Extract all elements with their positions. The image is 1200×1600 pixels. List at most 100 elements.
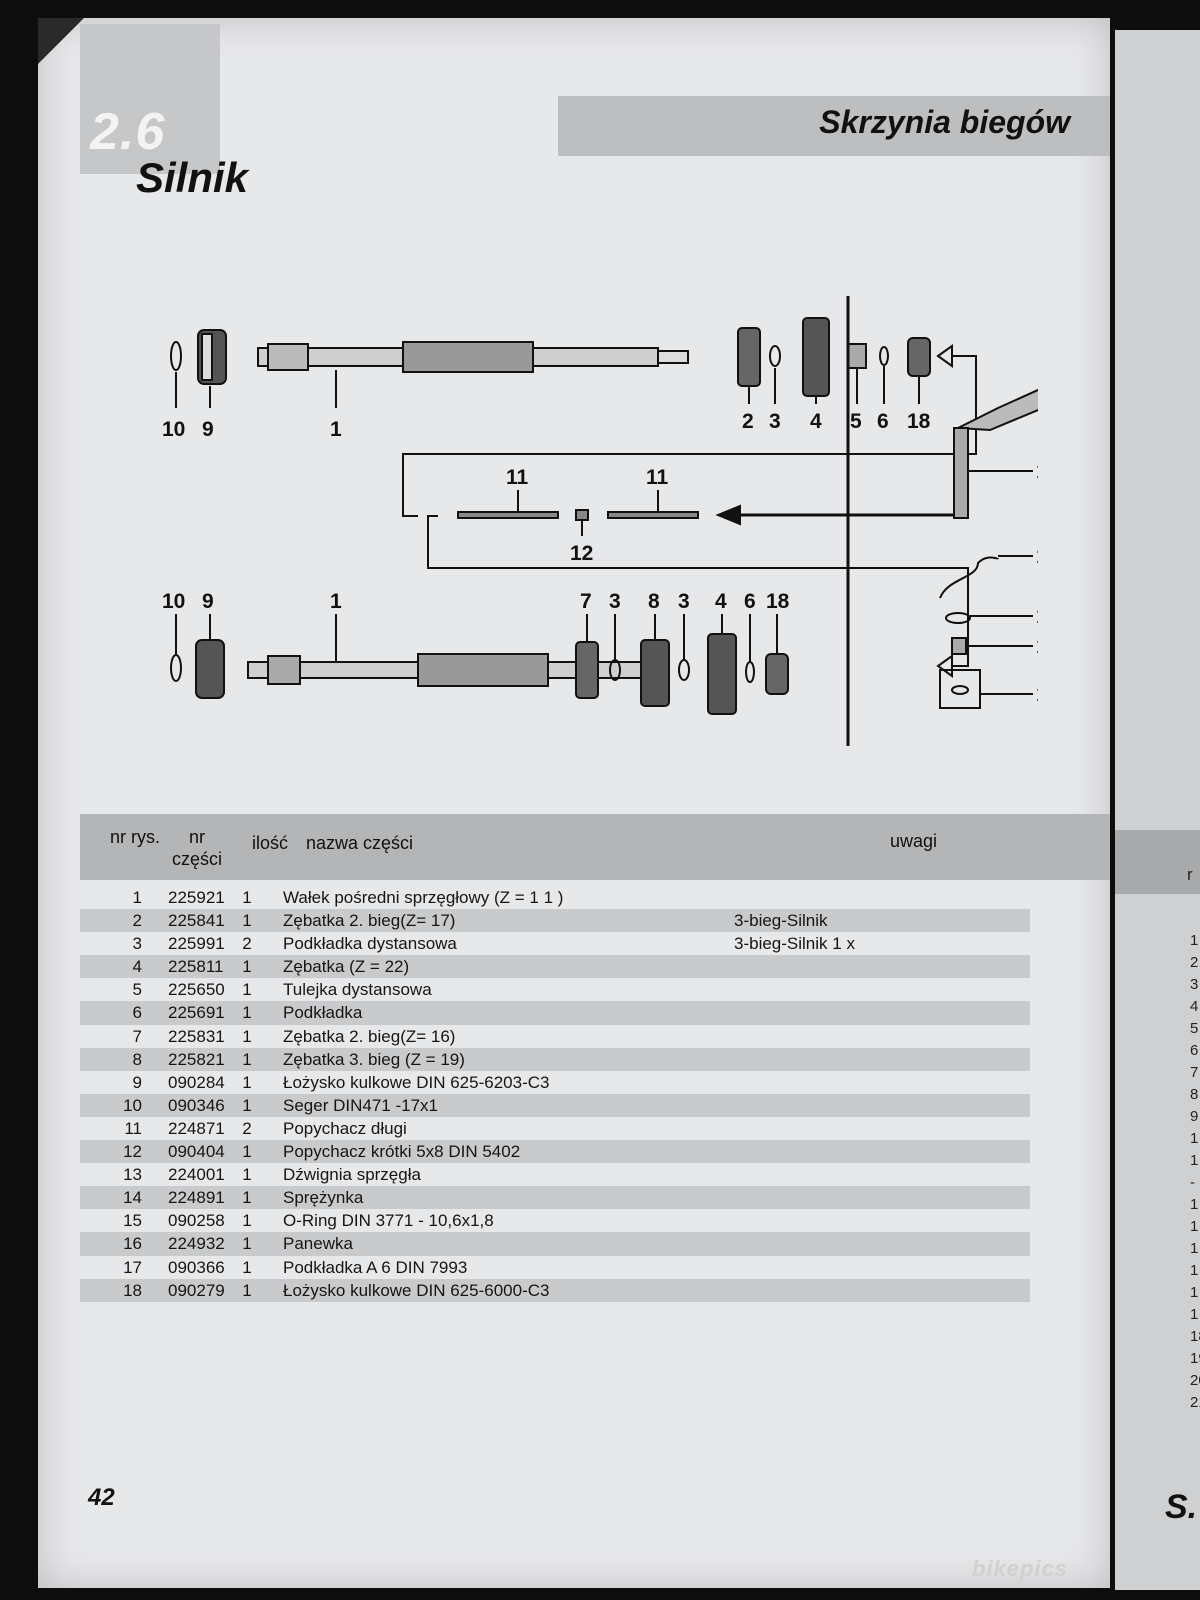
- row-quantity: 1: [242, 1049, 252, 1069]
- row-nr: 15: [123, 1211, 142, 1231]
- next-page-row-number: 3: [1190, 976, 1199, 993]
- row-part-name: Podkładka: [283, 1003, 363, 1023]
- bushing-part: [951, 637, 967, 655]
- next-page-logo-fragment: S.: [1165, 1488, 1198, 1526]
- bottom-washer-3b-part: [678, 659, 690, 681]
- label-top-18: 18: [907, 410, 931, 433]
- next-page-row-number: 1: [1190, 1262, 1199, 1279]
- row-nr: 2: [132, 911, 142, 931]
- row-nr: 7: [132, 1026, 142, 1046]
- row-part-name: Seger DIN471 -17x1: [283, 1095, 438, 1115]
- long-pushrod-left-part: [457, 511, 559, 519]
- next-page-row-number: 1: [1190, 1152, 1199, 1169]
- label-bottom-7: 7: [580, 590, 592, 613]
- top-bearing-part: [197, 329, 227, 385]
- next-page-row-number: 5: [1190, 1020, 1199, 1037]
- page-fold: [38, 18, 84, 64]
- row-nr: 18: [123, 1280, 142, 1300]
- row-part-name: Łożysko kulkowe DIN 625-6000-C3: [283, 1280, 550, 1300]
- label-bottom-10: 10: [162, 590, 185, 613]
- row-quantity: 1: [242, 911, 252, 931]
- bottom-bearing-part: [195, 639, 225, 699]
- long-pushrod-right-part: [607, 511, 699, 519]
- next-page-row-number: 1: [1190, 932, 1199, 949]
- top-washer-6-part: [879, 346, 889, 366]
- label-bottom-4: 4: [715, 590, 727, 613]
- row-part-name: Panewka: [283, 1234, 353, 1254]
- row-part-number: 225991: [168, 934, 225, 954]
- row-remarks: 3-bieg-Silnik 1 x: [734, 934, 855, 954]
- row-quantity: 1: [242, 888, 252, 907]
- next-page-row-number: 9: [1190, 1108, 1199, 1125]
- table-row: 13 224001 1 Dźwignia sprzęgła: [80, 1163, 1030, 1186]
- row-part-name: Dźwignia sprzęgła: [283, 1165, 421, 1185]
- header-ilosc: ilość: [251, 833, 288, 853]
- row-part-number: 225921: [168, 888, 225, 907]
- row-part-number: 090366: [168, 1257, 225, 1277]
- row-nr: 8: [132, 1049, 142, 1069]
- row-remarks: 3-bieg-Silnik: [734, 911, 828, 931]
- next-page-header-fragment: r: [1187, 865, 1193, 884]
- row-quantity: 2: [242, 934, 252, 954]
- next-page-row-number: 18: [1190, 1328, 1200, 1345]
- row-quantity: 1: [242, 1026, 252, 1046]
- row-part-number: 225811: [168, 957, 224, 977]
- row-nr: 12: [123, 1142, 142, 1162]
- label-lever-13: 13: [1036, 460, 1038, 483]
- table-row: 18 090279 1 Łożysko kulkowe DIN 625-6000-C3: [80, 1278, 1030, 1302]
- section-title: Silnik: [136, 154, 249, 201]
- row-quantity: 1: [242, 1188, 252, 1208]
- row-quantity: 1: [242, 1280, 252, 1300]
- row-part-name: Zębatka 2. bieg(Z= 17): [283, 911, 456, 931]
- label-bottom-6: 6: [744, 590, 756, 613]
- row-part-name: Łożysko kulkowe DIN 625-6203-C3: [283, 1072, 550, 1092]
- top-main-shaft-part: [257, 341, 689, 373]
- row-part-name: O-Ring DIN 3771 - 10,6x1,8: [283, 1211, 494, 1231]
- row-part-number: 090279: [168, 1280, 225, 1300]
- next-page-table-band: [1115, 830, 1200, 894]
- next-page-row-number: 21: [1190, 1394, 1200, 1411]
- row-part-number: 090284: [168, 1072, 225, 1092]
- section-number: 2.6: [90, 103, 166, 161]
- o-ring-part: [945, 612, 971, 624]
- row-quantity: 1: [242, 980, 252, 1000]
- label-lever-17: 17: [1036, 683, 1038, 706]
- row-quantity: 1: [242, 1165, 252, 1185]
- label-bottom-9: 9: [202, 590, 214, 613]
- row-part-number: 090404: [168, 1142, 225, 1162]
- next-page-row-number: -: [1190, 1174, 1195, 1191]
- row-nr: 11: [124, 1118, 142, 1138]
- row-nr: 10: [123, 1095, 142, 1115]
- next-page-row-number: 6: [1190, 1042, 1199, 1059]
- header-nr-czesci: nr części: [171, 827, 222, 869]
- top-gear-2-part: [737, 327, 761, 387]
- top-washer-3-part: [769, 345, 781, 367]
- bottom-gear-7-part: [575, 641, 599, 699]
- next-page-row-number: 1: [1190, 1284, 1199, 1301]
- row-part-name: Popychacz długi: [283, 1118, 407, 1138]
- bottom-circlip-part: [170, 654, 182, 682]
- row-part-number: 225831: [168, 1026, 225, 1046]
- label-top-10: 10: [162, 418, 185, 441]
- row-part-number: 224871: [168, 1118, 225, 1138]
- next-page-row-number: 20: [1190, 1372, 1200, 1389]
- label-mid-11-right: 11: [646, 466, 669, 489]
- row-nr: 17: [123, 1257, 142, 1277]
- label-top-3: 3: [769, 410, 781, 433]
- header-nazwa: nazwa części: [306, 833, 414, 853]
- row-quantity: 1: [242, 957, 252, 977]
- label-bottom-8: 8: [648, 590, 660, 613]
- row-nr: 13: [123, 1165, 142, 1185]
- row-part-number: 224001: [168, 1165, 225, 1185]
- row-part-number: 224932: [168, 1234, 225, 1254]
- header-nr-rys: nr rys.: [109, 827, 160, 847]
- manual-page: 2.6 Silnik Skrzynia biegów: [38, 18, 1110, 1588]
